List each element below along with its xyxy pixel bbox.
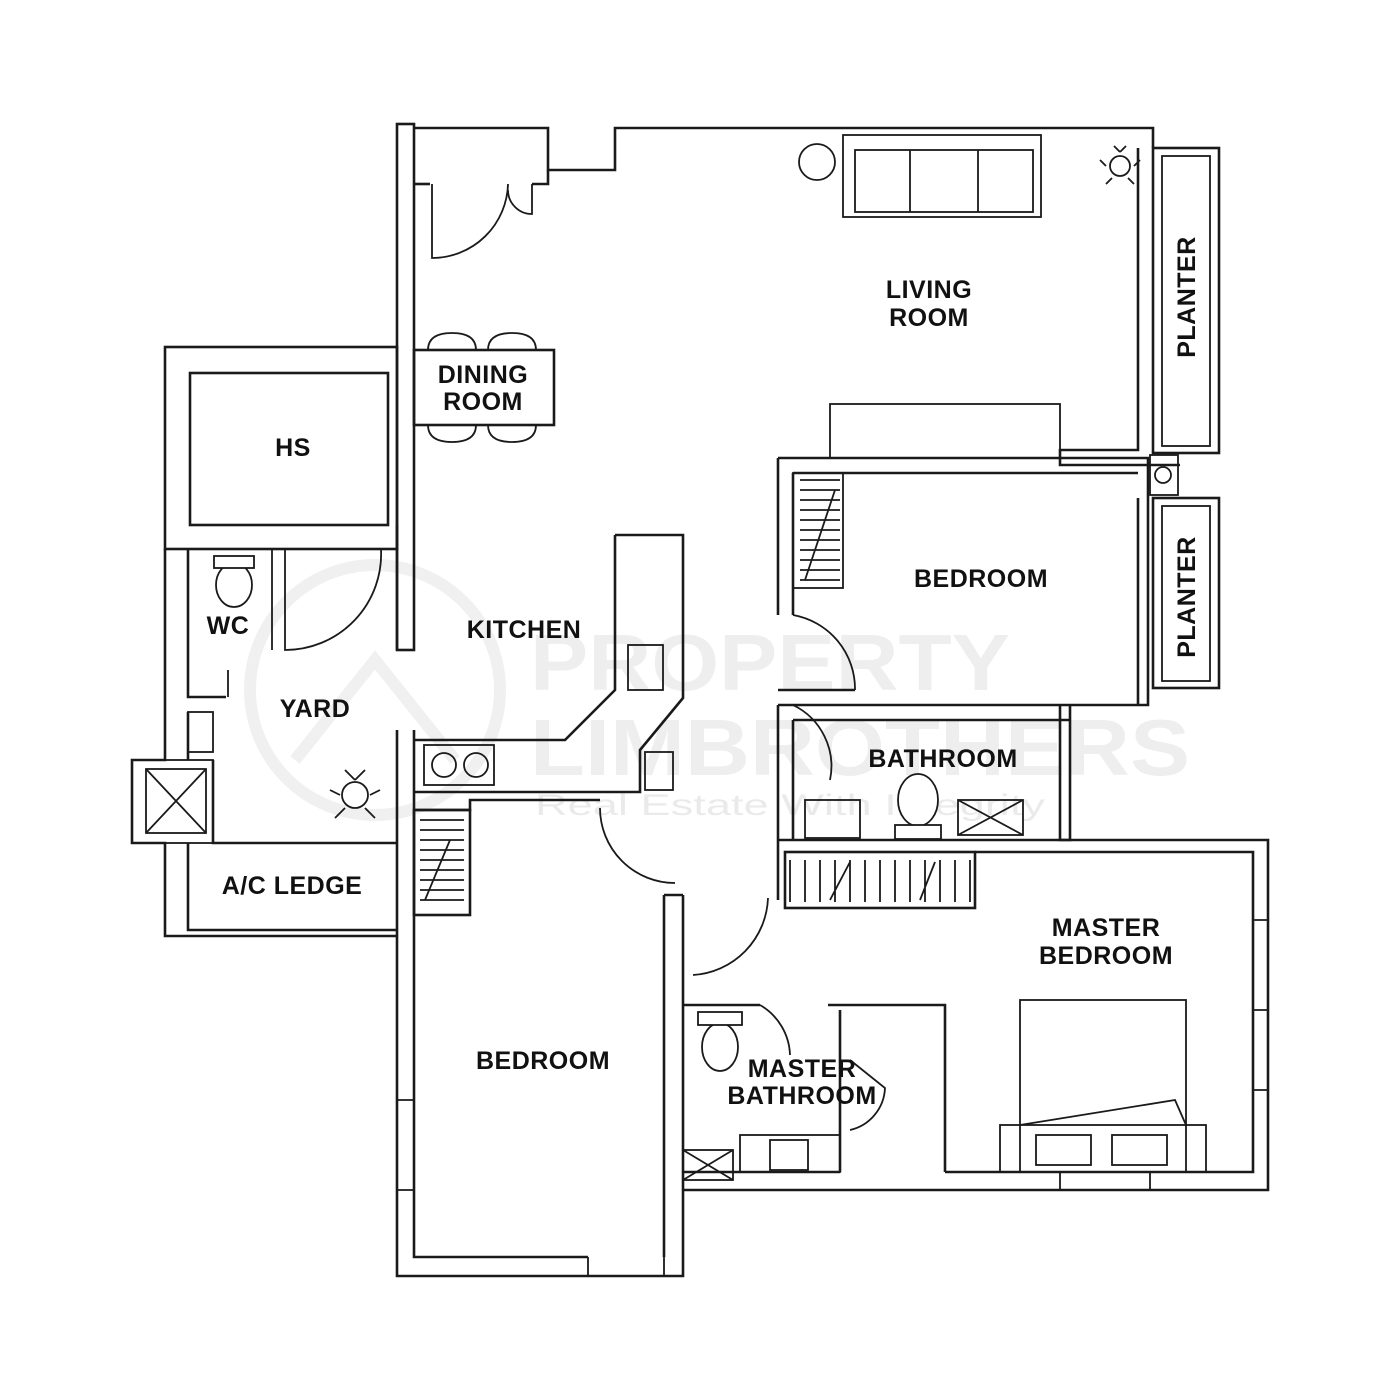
- label-bedroom-bottom: BEDROOM: [476, 1047, 610, 1075]
- bathroom-toilet: [897, 773, 939, 827]
- label-bathroom: BATHROOM: [868, 745, 1017, 773]
- watermark-tagline: Real Estate With Integrity: [535, 789, 1045, 822]
- wc-toilet: [215, 562, 253, 608]
- label-planter-bottom: PLANTER: [1173, 536, 1201, 658]
- dining-chairs: [427, 332, 537, 443]
- label-planter-top: PLANTER: [1173, 236, 1201, 358]
- label-dining-room-1: DINING: [438, 361, 529, 389]
- doors: [227, 183, 886, 1131]
- label-hs: HS: [275, 434, 311, 462]
- watermark-line1: PROPERTY: [530, 618, 1010, 707]
- wardrobe-hatching: [420, 479, 971, 902]
- label-dining-room-2: ROOM: [443, 388, 523, 416]
- label-master-bathroom-1: MASTER: [748, 1055, 857, 1083]
- label-master-bedroom-2: BEDROOM: [1039, 942, 1173, 970]
- room-labels: LIVING ROOM DINING ROOM HS KITCHEN WC YA…: [207, 236, 1201, 1110]
- fixtures: [187, 555, 942, 1072]
- label-kitchen: KITCHEN: [467, 616, 582, 644]
- watermark: PROPERTY LIMBROTHERS Real Estate With In…: [244, 559, 1190, 822]
- label-yard: YARD: [280, 695, 351, 723]
- master-bathroom-toilet: [701, 1022, 739, 1072]
- plant-icon: [329, 145, 1141, 819]
- label-wc: WC: [207, 612, 250, 640]
- label-living-room-2: ROOM: [889, 304, 969, 332]
- watermark-line2: LIMBROTHERS: [530, 703, 1190, 792]
- label-master-bathroom-2: BATHROOM: [727, 1082, 876, 1110]
- label-living-room-1: LIVING: [886, 276, 972, 304]
- label-master-bedroom-1: MASTER: [1052, 914, 1161, 942]
- label-bedroom-top: BEDROOM: [914, 565, 1048, 593]
- label-ac-ledge: A/C LEDGE: [222, 872, 363, 900]
